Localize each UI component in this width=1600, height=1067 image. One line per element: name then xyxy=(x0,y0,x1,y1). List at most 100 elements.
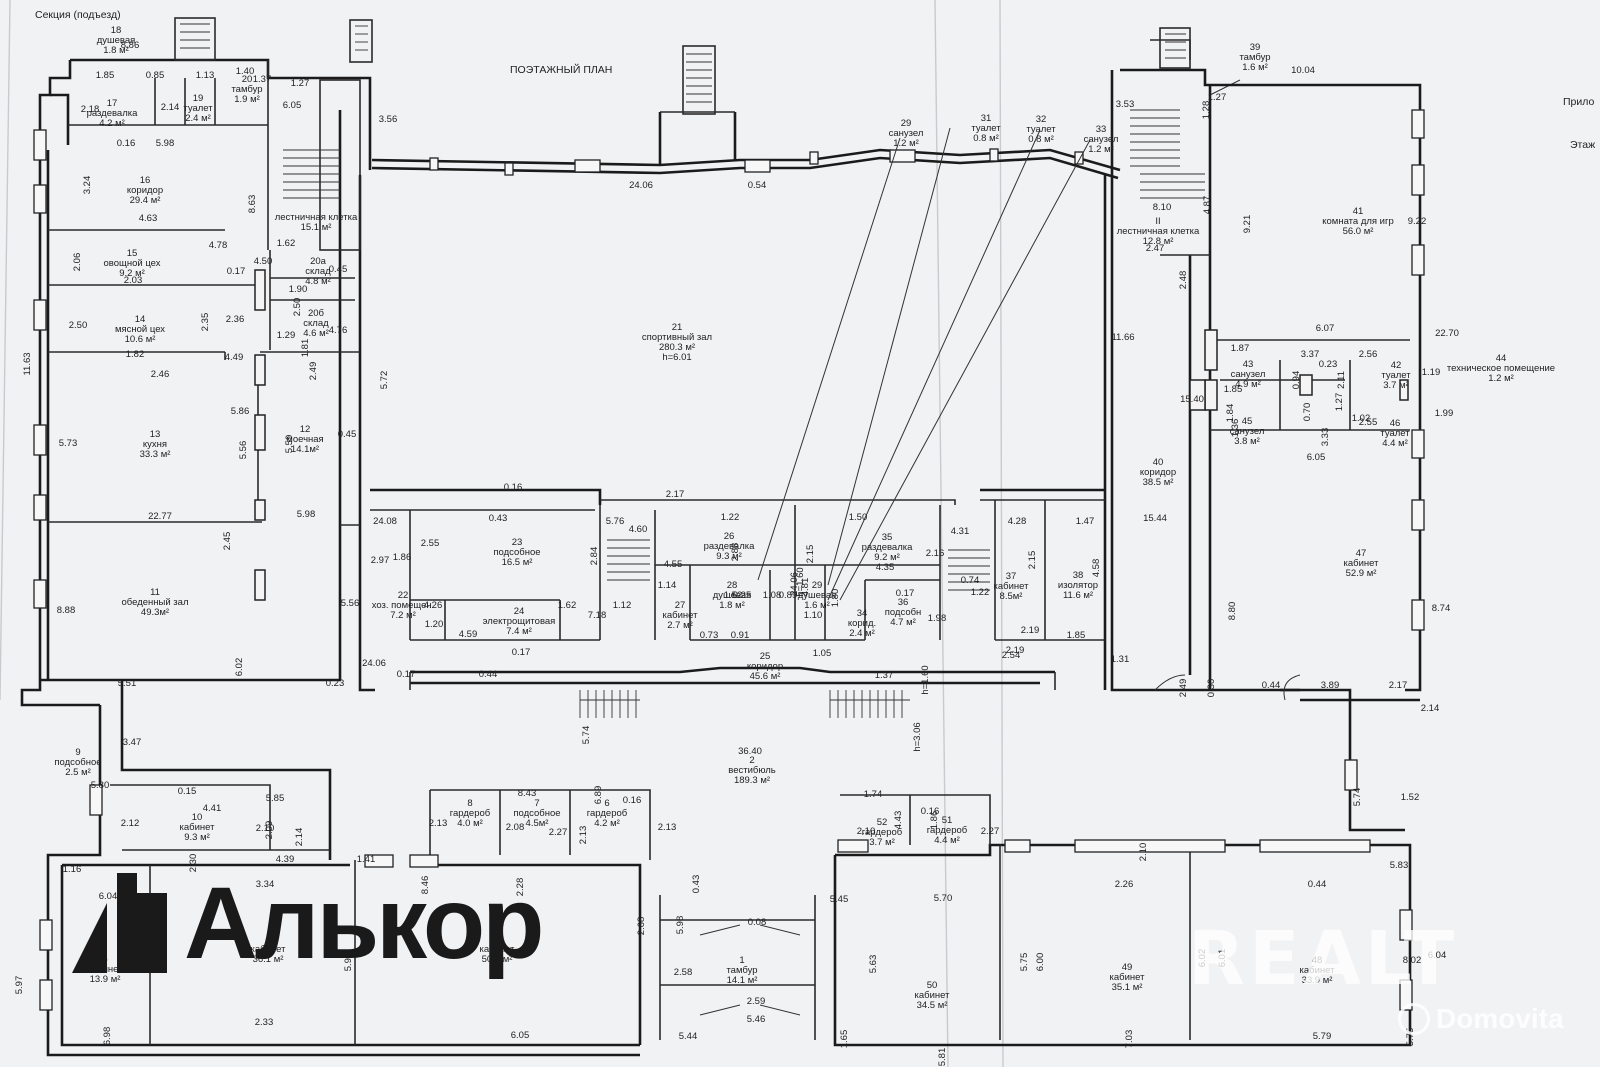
room-name: коридор xyxy=(127,185,163,196)
dimension-value: 9.21 xyxy=(1242,215,1253,234)
room-number: 20а xyxy=(310,256,327,267)
dimension-value: 1.22 xyxy=(971,587,990,598)
room-area: 0.8 м² xyxy=(973,133,999,144)
dimension-value: 1.16 xyxy=(63,864,82,875)
room-number: 23 xyxy=(512,537,523,548)
room-name: кабинет xyxy=(251,944,287,955)
callout-leader-lines xyxy=(757,79,1241,601)
plan-title: ПОЭТАЖНЫЙ ПЛАН xyxy=(510,63,612,76)
room-number: 45 xyxy=(1242,416,1253,427)
dimension-value: 6.05 xyxy=(511,1030,530,1041)
dimension-value: 6.89 xyxy=(593,786,604,805)
dimension-value: 5.46 xyxy=(747,1014,766,1025)
room-name: кухня xyxy=(143,439,167,450)
room-area: 1.8 м² xyxy=(103,45,129,56)
dimension-value: 5.98 xyxy=(156,138,175,149)
dimension-value: 4.31 xyxy=(951,526,970,537)
room-name: кабинет xyxy=(180,822,216,833)
room-number: 20 xyxy=(242,74,253,85)
dimension-value: 1.86 xyxy=(393,552,412,563)
dimension-value: 0.45 xyxy=(338,429,357,440)
stair-area: 15.1 м² xyxy=(301,222,332,233)
top-entrance-stair xyxy=(682,45,716,115)
dimension-value: 5.70 xyxy=(934,893,953,904)
dimension-value: 24.08 xyxy=(373,516,397,527)
room-area: 2.4 м² xyxy=(849,628,875,639)
room-name: кабинет xyxy=(1300,965,1336,976)
dimension-value: 2.13 xyxy=(578,826,589,845)
room-number: 37 xyxy=(1006,571,1017,582)
dimension-value: 5.83 xyxy=(1390,860,1409,871)
dimension-value: 3.89 xyxy=(1321,680,1340,691)
appendix-label: Прило xyxy=(1563,96,1594,108)
dimension-value: 4.55 xyxy=(664,559,683,570)
dimension-value: 2.12 xyxy=(121,818,140,829)
dimension-value: 1.87 xyxy=(1231,343,1250,354)
dimension-value: 0.44 xyxy=(479,669,498,680)
dimension-value: 1.08 xyxy=(763,590,782,601)
dimension-value: 2.13 xyxy=(658,822,677,833)
domovita-text: Domovita xyxy=(1436,1003,1564,1034)
dimension-value: 1.82 xyxy=(126,349,145,360)
room-number: 32 xyxy=(1036,114,1047,125)
room-area: 11.6 м² xyxy=(1063,590,1093,601)
realt-watermark: REALT xyxy=(1188,916,1459,1002)
room-name: санузел xyxy=(889,128,924,139)
room-name: вестибюль xyxy=(728,765,776,776)
dimension-value: 8.43 xyxy=(518,788,537,799)
dimension-value: 2.56 xyxy=(1359,349,1378,360)
dimension-value: 8.74 xyxy=(1432,603,1451,614)
room-number: 43 xyxy=(1243,359,1254,370)
room-area: 7.4 м² xyxy=(506,626,532,637)
dimension-value: 1.05 xyxy=(813,648,832,659)
dimension-value: 1.98 xyxy=(928,613,947,624)
dimension-value: 1.62 xyxy=(277,238,296,249)
room-area: 10.6 м² xyxy=(125,334,156,345)
room-number: 33 xyxy=(1096,124,1107,135)
dimension-value: 15.44 xyxy=(1143,513,1167,524)
dimension-value: 0.44 xyxy=(1262,680,1281,691)
dimension-value: 2.68 xyxy=(636,917,647,936)
room-name: подсобное xyxy=(493,547,540,558)
dimension-value: 0.08 xyxy=(748,917,767,928)
room-area: 9.3 м² xyxy=(716,551,742,562)
dimension-value: 4.76 xyxy=(329,325,348,336)
dimension-value: 2.55 xyxy=(421,538,440,549)
dimension-value: 1.90 xyxy=(289,284,308,295)
dimension-value: 4.35 xyxy=(876,562,895,573)
dimension-value: 0.23 xyxy=(326,678,345,689)
right-wing-walls xyxy=(1110,39,1422,832)
dimension-value: 0.43 xyxy=(691,875,702,894)
room-number: 9 xyxy=(75,747,80,758)
room-area: 2.7 м² xyxy=(667,620,693,631)
room-name: коридор xyxy=(1140,467,1176,478)
dimension-value: 4.50 xyxy=(254,256,273,267)
dimension-value: 3.24 xyxy=(82,176,93,195)
dimension-value: 10.04 xyxy=(1291,65,1315,76)
room-name: тамбур xyxy=(231,84,262,95)
room-number: 48 xyxy=(1312,955,1323,966)
dimension-value: 22.77 xyxy=(148,511,172,522)
dimension-value: 1.31 xyxy=(1111,654,1130,665)
room-area: 34.5 м² xyxy=(917,1000,948,1011)
room-area: 280.3 м² xyxy=(659,342,695,353)
room-number: 22 xyxy=(398,590,409,601)
room-number: 34 xyxy=(857,608,868,619)
dimension-value: 6.05 xyxy=(283,100,302,111)
room-area: 36.1 м² xyxy=(253,954,284,965)
dimension-value: 4.49 xyxy=(225,352,244,363)
